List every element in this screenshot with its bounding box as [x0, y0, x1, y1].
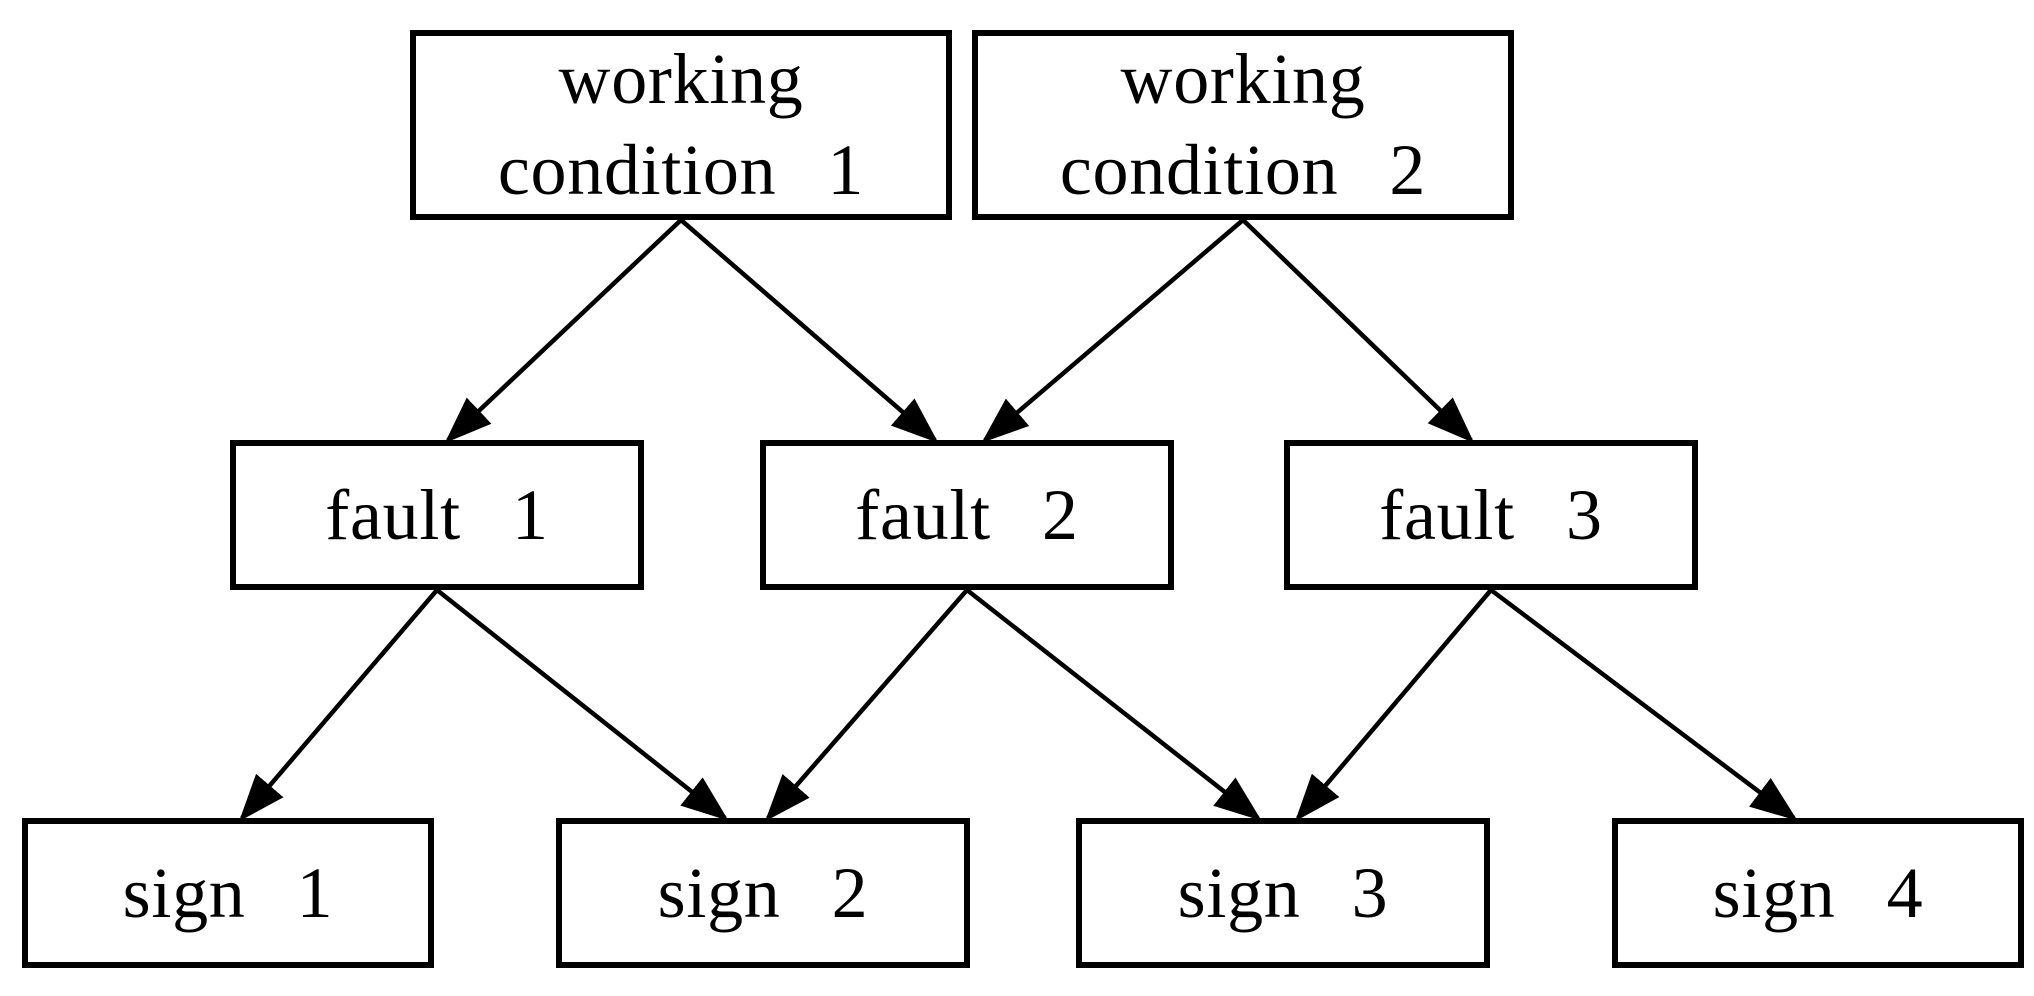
node-label-working-condition-2-line-1: working: [1120, 39, 1366, 120]
node-label-sign-2-line-1: sign 2: [657, 852, 869, 933]
node-box-sign-2: sign 2: [556, 818, 970, 968]
node-box-sign-3: sign 3: [1076, 818, 1490, 968]
node-label-working-condition-1-line-2: condition 1: [497, 130, 865, 210]
edge-arrow-fault-2-to-sign-2: [765, 588, 969, 822]
edge-arrow-working-condition-1-to-fault-2: [679, 218, 939, 443]
node-label-working-condition-1-line-1: working: [558, 39, 804, 120]
edge-arrow-fault-2-to-sign-3: [965, 588, 1262, 821]
node-box-sign-4: sign 4: [1612, 818, 2024, 968]
node-box-fault-3: fault 3: [1284, 440, 1698, 590]
node-box-fault-1: fault 1: [230, 440, 644, 590]
node-label-working-condition-2-line-2: condition 2: [1059, 130, 1427, 210]
node-label-sign-3-line-1: sign 3: [1177, 852, 1389, 933]
node-box-working-condition-1: working condition 1: [410, 30, 952, 220]
node-label-fault-2-line-1: fault 2: [855, 474, 1079, 555]
edge-arrow-fault-3-to-sign-3: [1295, 588, 1493, 822]
node-label-sign-4-line-1: sign 4: [1712, 852, 1924, 933]
node-box-fault-2: fault 2: [760, 440, 1174, 590]
edge-arrow-fault-3-to-sign-4: [1489, 588, 1798, 821]
node-box-working-condition-2: working condition 2: [972, 30, 1514, 220]
node-label-fault-1-line-1: fault 1: [325, 474, 549, 555]
edge-arrow-working-condition-1-to-fault-1: [444, 218, 683, 444]
node-box-sign-1: sign 1: [22, 818, 434, 968]
edge-arrow-fault-1-to-sign-2: [435, 588, 729, 821]
node-label-sign-1-line-1: sign 1: [122, 852, 334, 933]
edge-arrow-working-condition-2-to-fault-3: [1241, 218, 1475, 444]
edge-group: [239, 218, 1798, 822]
edge-arrow-working-condition-2-to-fault-2: [981, 218, 1245, 443]
edge-arrow-fault-1-to-sign-1: [239, 588, 439, 822]
node-label-fault-3-line-1: fault 3: [1379, 474, 1603, 555]
